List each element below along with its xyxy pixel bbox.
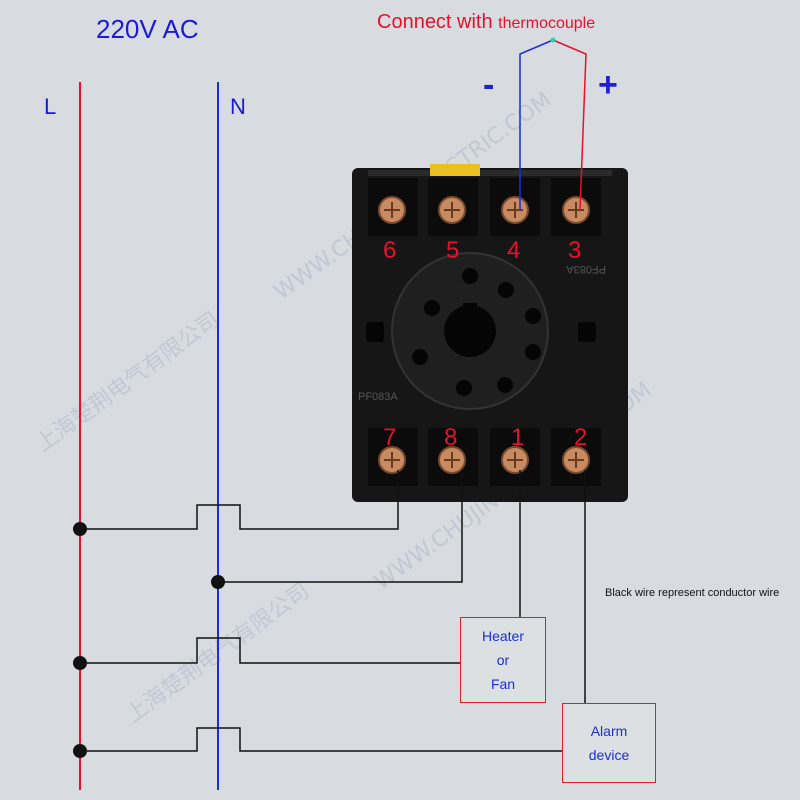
screw-2: [562, 446, 590, 474]
screw-6: [378, 196, 406, 224]
alarm-label-line-2: device: [588, 747, 630, 763]
socket-side-label: PF083A: [358, 391, 398, 403]
thermocouple-title-small: thermocouple: [498, 15, 596, 32]
heater-label-line-3: Fan: [490, 676, 516, 692]
junction-dot-l-1: [73, 522, 87, 536]
line-label: L: [44, 94, 57, 119]
alarm-device-box: Alarm device: [562, 703, 656, 783]
wire-l-to-alarm: [80, 727, 562, 752]
heater-label-line-1: Heater: [481, 628, 525, 644]
junction-dot-n-1: [211, 575, 225, 589]
thermocouple-negative-wire: [519, 39, 554, 210]
supply-title: 220V AC: [96, 14, 199, 44]
terminal-number-6: 6: [383, 237, 396, 264]
wire-n-to-terminal-8: [218, 470, 463, 583]
screw-5: [438, 196, 466, 224]
screw-7: [378, 446, 406, 474]
screw-3: [562, 196, 590, 224]
heater-label-line-2: or: [496, 652, 510, 668]
junction-dot-l-2: [73, 656, 87, 670]
thermocouple-title: Connect with thermocouple: [377, 11, 595, 34]
wire-l-to-heater: [80, 637, 460, 664]
screw-4: [501, 196, 529, 224]
terminal-screws: [378, 196, 590, 474]
heater-or-fan-box: Heater or Fan: [460, 617, 546, 703]
alarm-label-line-1: Alarm: [590, 723, 628, 739]
screw-1: [501, 446, 529, 474]
terminal-number-7: 7: [383, 424, 396, 451]
terminal-number-4: 4: [507, 237, 520, 264]
thermocouple-junction: [550, 37, 556, 43]
screw-8: [438, 446, 466, 474]
terminal-number-3: 3: [568, 237, 581, 264]
neutral-label: N: [230, 94, 246, 119]
terminal-number-2: 2: [574, 424, 587, 451]
socket-model-label: PF083A: [566, 263, 606, 275]
thermocouple-plus-sign: +: [598, 66, 618, 104]
wire-l-to-terminal-7: [80, 470, 399, 530]
terminal-number-5: 5: [446, 237, 459, 264]
thermocouple-minus-sign: -: [483, 66, 495, 104]
thermocouple-title-main: Connect with: [377, 11, 499, 33]
conductor-note: Black wire represent conductor wire: [605, 587, 780, 599]
junction-dot-l-3: [73, 744, 87, 758]
terminal-number-8: 8: [444, 424, 457, 451]
thermocouple-positive-wire: [552, 39, 587, 211]
terminal-number-1: 1: [511, 424, 524, 451]
